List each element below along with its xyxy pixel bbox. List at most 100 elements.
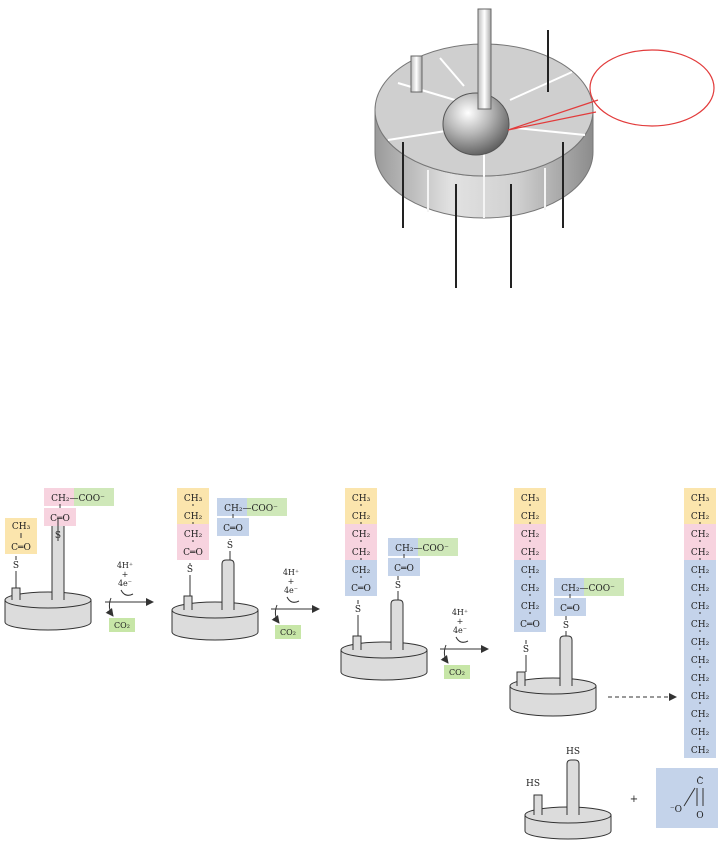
co2-release-arrow [271,604,280,624]
enzyme-complex-model [374,8,715,288]
residue-box [684,614,716,632]
label-ch2: CH₂ [691,602,710,612]
residue-box [684,578,716,596]
co2-product: CO₂ [275,625,301,639]
enzyme-top [171,601,259,619]
enzyme-side [4,599,92,631]
domain-dividers [387,57,586,176]
label-ch2: CH₂ [691,674,710,684]
label-ch2: CH₂ [352,548,371,558]
label-co2: CO₂ [114,621,130,630]
residue-box [514,614,546,632]
curved-arrow [286,596,300,603]
residue-box [514,560,546,578]
label-ch2: CH₂ [691,656,710,666]
co2-product: CO₂ [109,618,135,632]
residue-box [345,506,377,524]
label-reductant-plus: + [122,570,129,579]
label-ch2: CH₂ [521,512,540,522]
residue-box [177,542,209,560]
label-ch2: CH₂ [691,584,710,594]
label-o-minus: ⁻O [670,805,682,815]
carbonyl-box [217,518,249,536]
carbonyl-box [554,598,586,616]
ks-arm [183,595,193,610]
label-plus: + [630,794,638,805]
label-reductant-e: 4e⁻ [284,586,298,595]
label-carbonyl: C═O [223,524,243,534]
label-ch2: CH₂ [691,512,710,522]
residue-box [514,542,546,560]
curved-arrow [120,589,134,596]
residue-box [514,524,546,542]
co2-product: CO₂ [444,665,470,679]
residue-box [345,524,377,542]
label-carbonyl: C═O [351,584,371,594]
malonyl-group: CH₂—COO⁻C═O [388,538,458,576]
short-tether-stub [410,55,423,93]
callout-bubble [589,49,715,127]
enzyme-body [4,591,92,631]
co2-box [109,618,135,632]
carboxylate-box [247,498,287,516]
label-sulfur: S [523,645,529,655]
residue-box [684,524,716,542]
label-sulfur: S [227,541,233,551]
reduction-step: 4H⁺+4e⁻CO₂ [440,608,489,679]
label-co2: CO₂ [280,628,296,637]
label-hs: HS [526,779,540,789]
chain-elongation-pathway: CH₃C═OSCH₂—COO⁻C═OS4H⁺+4e⁻CO₂CH₃CH₂CH₂C═… [4,488,718,840]
residue-box [514,578,546,596]
label-reductant-h: 4H⁺ [452,608,468,617]
label-reductant-h: 4H⁺ [117,561,133,570]
enzyme-side [509,685,597,717]
label-ch2: CH₂ [691,620,710,630]
residue-box [684,560,716,578]
residue-box [345,488,377,506]
label-ch2: CH₂ [691,728,710,738]
ks-arm [352,635,362,650]
label-ch2: CH₂ [691,746,710,756]
label-ch2: CH₂ [691,692,710,702]
residue-box [684,668,716,686]
bond-line [683,787,696,807]
label-ch2: CH₂ [691,710,710,720]
label-ch2: CH₂ [352,530,371,540]
enzyme-side [340,649,428,681]
residue-box [684,686,716,704]
curved-arrow [455,636,469,643]
label-ch2: CH₂ [691,566,710,576]
label-sulfur: S [355,605,361,615]
ks-arm [11,587,21,600]
acp-arm [559,635,573,686]
central-sphere-domain [442,92,510,156]
enzyme-body [340,641,428,681]
label-ch2: CH₂ [352,566,371,576]
label-ch2: CH₂ [352,512,371,522]
residue-box [514,488,546,506]
label-o: O [696,811,703,821]
carbonyl-box [388,558,420,576]
residue-box [684,488,716,506]
acp-arm [221,559,235,610]
residue-box [177,488,209,506]
enzyme-side [171,609,259,641]
residue-box [684,722,716,740]
residue-box [345,542,377,560]
residue-box [345,560,377,578]
ks-arm [533,794,543,815]
label-ch2: CH₂ [521,566,540,576]
label-reductant-h: 4H⁺ [283,568,299,577]
label-reductant-e: 4e⁻ [118,579,132,588]
malonyl-group: CH₂—COO⁻C═O [554,578,624,616]
label-ch2: CH₂ [184,530,203,540]
ks-arm [516,671,526,686]
label-ch2: CH₂ [691,530,710,540]
label-carbonyl: C═O [560,604,580,614]
co2-release-arrow [105,597,114,617]
residue-box [514,596,546,614]
